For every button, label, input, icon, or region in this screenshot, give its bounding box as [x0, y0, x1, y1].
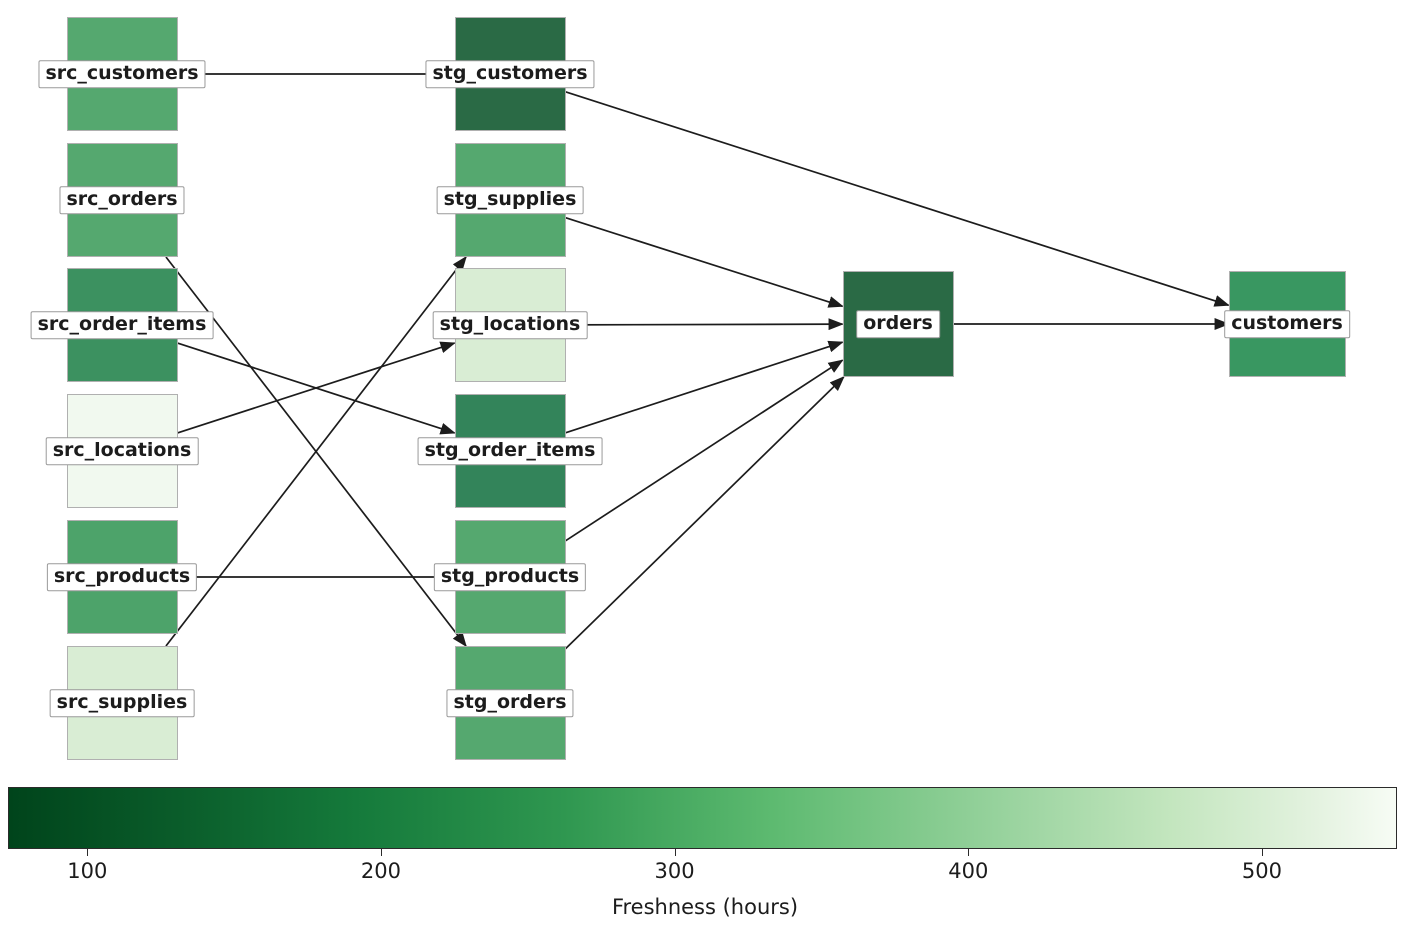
colorbar-tick-mark	[968, 849, 970, 856]
node-label-stg_locations: stg_locations	[432, 311, 588, 339]
edge-stg_locations-to-orders	[565, 318, 844, 331]
edge-stg_supplies-to-orders	[565, 216, 844, 308]
colorbar-axis-label: Freshness (hours)	[611, 895, 799, 919]
colorbar-tick-label: 300	[654, 859, 695, 883]
node-label-src_orders: src_orders	[59, 186, 185, 214]
edge-stg_orders-to-orders	[564, 376, 845, 650]
colorbar-gradient	[8, 787, 1397, 849]
colorbar-tick-mark	[380, 849, 382, 856]
colorbar-tick-mark	[87, 849, 89, 856]
colorbar-tick-label: 100	[67, 859, 108, 883]
colorbar-tick-label: 400	[948, 859, 989, 883]
node-label-stg_supplies: stg_supplies	[436, 186, 584, 214]
edge-stg_products-to-orders	[565, 359, 844, 542]
node-label-customers: customers	[1224, 310, 1350, 338]
colorbar-tick-mark	[674, 849, 676, 856]
colorbar-tick-mark	[1261, 849, 1263, 856]
edges-group	[165, 73, 1230, 650]
node-label-stg_customers: stg_customers	[425, 60, 595, 88]
colorbar: 100 200 300 400 500 Freshness (hours)	[0, 780, 1410, 926]
node-label-stg_orders: stg_orders	[446, 689, 574, 717]
node-label-orders: orders	[856, 310, 940, 338]
node-label-src_products: src_products	[46, 563, 198, 591]
node-label-stg_order_items: stg_order_items	[417, 437, 603, 465]
node-label-src_order_items: src_order_items	[30, 311, 214, 339]
edge-src_supplies-to-stg_supplies	[165, 255, 467, 647]
colorbar-tick-label: 500	[1241, 859, 1282, 883]
edge-stg_customers-to-customers	[565, 91, 1230, 307]
node-label-src_locations: src_locations	[45, 437, 199, 465]
edge-layer	[165, 73, 1230, 650]
edge-stg_order_items-to-orders	[565, 340, 844, 434]
colorbar-tick-label: 200	[360, 859, 401, 883]
edge-src_locations-to-stg_locations	[177, 341, 456, 434]
node-label-src_supplies: src_supplies	[49, 689, 195, 717]
node-label-src_customers: src_customers	[38, 60, 206, 88]
node-label-stg_products: stg_products	[433, 563, 587, 591]
